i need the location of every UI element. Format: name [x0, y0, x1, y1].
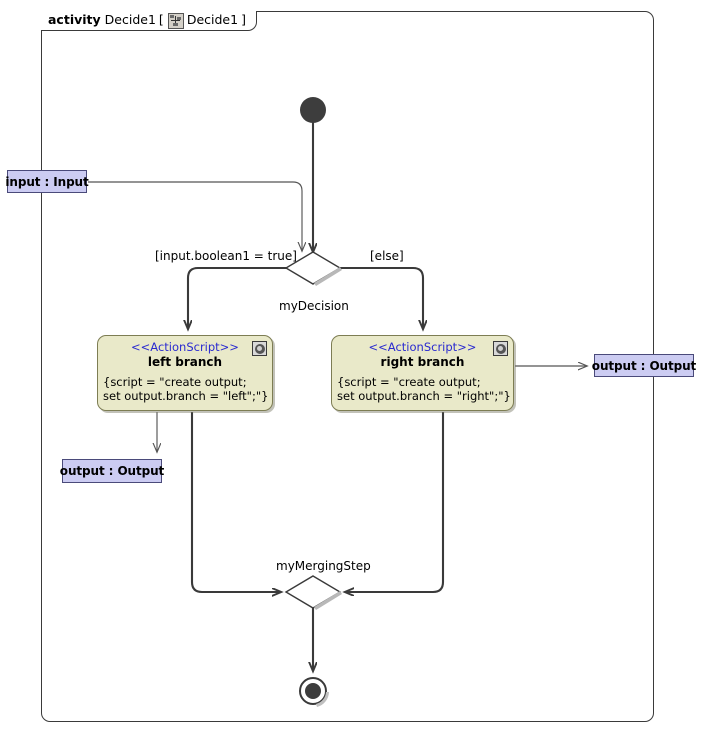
activity-frame-header: activity Decide1 [ Decide1 ]: [41, 11, 257, 31]
output-pin-left[interactable]: output : Output: [60, 459, 164, 483]
merge-node-label: myMergingStep: [276, 559, 371, 573]
guard-label-true: [input.boolean1 = true]: [155, 249, 297, 263]
gear-icon: [252, 341, 267, 356]
edge-input-to-decision: [88, 181, 302, 251]
action-script-body: {script = "create output; set output.bra…: [103, 375, 269, 404]
frame-keyword: activity: [48, 12, 101, 28]
action-script-body: {script = "create output; set output.bra…: [337, 375, 511, 404]
initial-node[interactable]: [300, 97, 326, 123]
frame-bracket-close: ]: [241, 12, 246, 28]
activity-final-node[interactable]: [299, 677, 329, 707]
edge-decision-to-right-action: [338, 266, 423, 329]
action-stereotype: <<ActionScript>>: [368, 340, 477, 354]
edge-left-action-to-merge: [190, 412, 281, 592]
decision-node[interactable]: [284, 251, 342, 286]
decision-node-label: myDecision: [279, 299, 349, 313]
action-node-left-branch[interactable]: <<ActionScript>> left branch {script = "…: [97, 335, 273, 411]
edge-decision-to-left-action: [188, 266, 288, 329]
output-pin-right[interactable]: output : Output: [592, 354, 696, 377]
frame-inner-name: Decide1: [186, 12, 239, 28]
merge-node[interactable]: [284, 575, 342, 610]
activity-diagram-icon: [167, 12, 184, 29]
gear-icon: [493, 341, 508, 356]
frame-bracket-open: [: [158, 12, 164, 28]
action-stereotype: <<ActionScript>>: [131, 340, 239, 354]
action-name: left branch: [147, 355, 223, 370]
input-pin[interactable]: input : Input: [5, 170, 89, 193]
action-name: right branch: [380, 355, 465, 370]
edge-right-action-to-merge: [345, 412, 445, 592]
guard-label-else: [else]: [370, 249, 404, 263]
frame-name: Decide1: [104, 12, 156, 28]
action-node-right-branch[interactable]: <<ActionScript>> right branch {script = …: [331, 335, 514, 411]
